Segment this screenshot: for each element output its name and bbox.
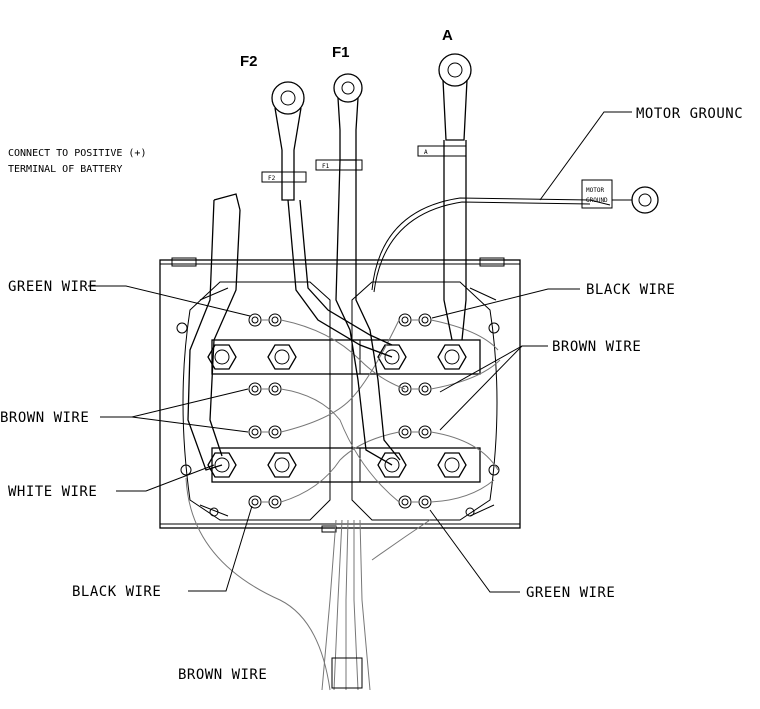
label-brown-wire-bottom: BROWN WIRE	[178, 667, 267, 683]
wire-bundle	[185, 477, 431, 691]
corner-screws	[176, 322, 500, 517]
f1-cable: F1	[315, 73, 401, 466]
f2-cable-tag: F2	[268, 175, 276, 182]
battery-note-line1: CONNECT TO POSITIVE (+)	[8, 148, 146, 159]
label-brown-wire-right: BROWN WIRE	[552, 339, 641, 355]
terminal-f1-label: F1	[332, 44, 350, 61]
terminal-a-label: A	[442, 27, 453, 44]
label-green-wire-bottom: GREEN WIRE	[526, 585, 615, 601]
label-brown-wire-left: BROWN WIRE	[0, 410, 89, 426]
f1-cable-tag: F1	[322, 163, 330, 170]
large-studs	[207, 344, 467, 478]
battery-cable	[187, 193, 241, 471]
terminal-f2-label: F2	[240, 53, 258, 70]
label-green-wire-left: GREEN WIRE	[8, 279, 97, 295]
battery-note-line2: TERMINAL OF BATTERY	[8, 164, 122, 175]
motor-ground-wire: MOTOR GROUND	[371, 179, 659, 293]
a-cable-tag: A	[424, 149, 428, 156]
label-motor-ground: MOTOR GROUNC	[636, 106, 743, 122]
a-cable: A	[417, 53, 472, 341]
label-black-wire-bottom: BLACK WIRE	[72, 584, 161, 600]
motor-tag-line1: MOTOR	[586, 187, 604, 194]
f2-cable: F2	[261, 81, 393, 358]
motor-tag-line2: GROUND	[586, 197, 608, 204]
leader-lines	[88, 111, 632, 593]
bus-bars	[211, 339, 481, 483]
coil-jumpers	[261, 319, 501, 503]
label-black-wire-right: BLACK WIRE	[586, 282, 675, 298]
label-white-wire-left: WHITE WIRE	[8, 484, 97, 500]
